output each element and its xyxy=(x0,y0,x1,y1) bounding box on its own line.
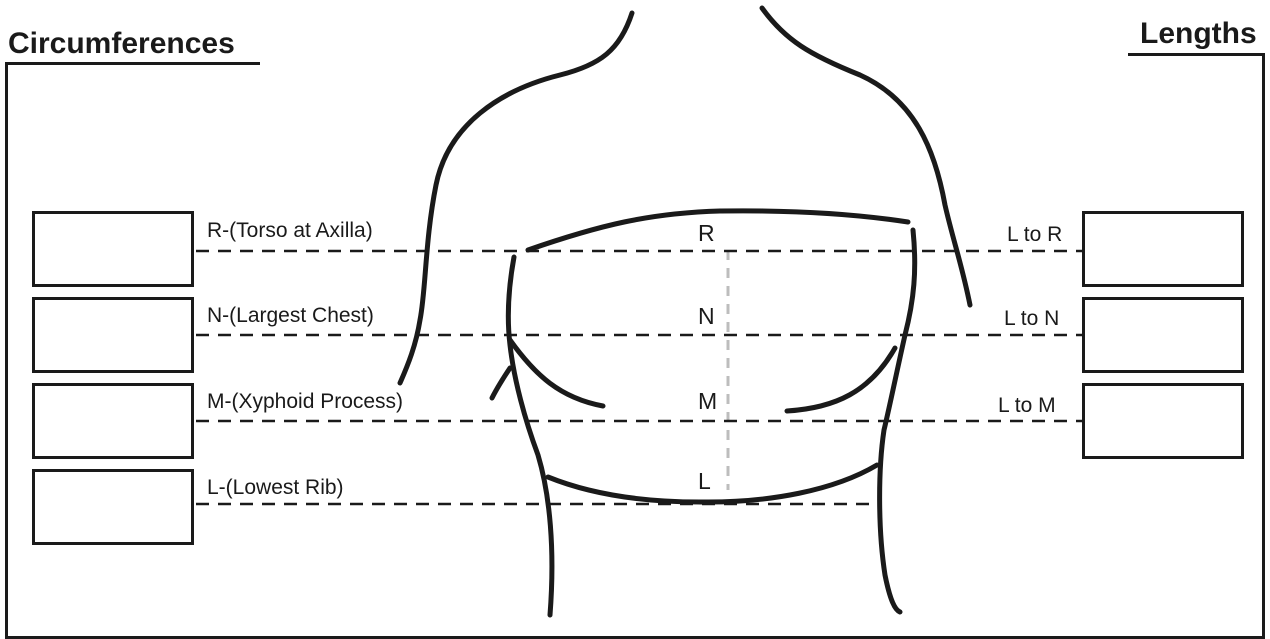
marker-n: N xyxy=(698,305,715,328)
circumference-box-m[interactable] xyxy=(32,383,194,459)
lengths-underline xyxy=(1128,53,1265,56)
length-label-l-to-r: L to R xyxy=(1007,224,1062,245)
right-armpit-line xyxy=(905,230,915,335)
circumference-label-m: M-(Xyphoid Process) xyxy=(207,391,403,412)
circumferences-underline xyxy=(5,62,260,65)
left-torso-line xyxy=(508,257,552,615)
lowest-rib-curve xyxy=(548,465,877,502)
circumference-label-l: L-(Lowest Rib) xyxy=(207,477,344,498)
right-neck-line xyxy=(762,8,970,305)
right-chest-curve xyxy=(787,348,895,411)
left-chest-curve xyxy=(510,340,603,406)
length-box-l-to-n[interactable] xyxy=(1082,297,1244,373)
marker-r: R xyxy=(698,222,715,245)
chest-top-line xyxy=(528,211,908,250)
marker-l: L xyxy=(698,470,711,493)
length-label-l-to-m: L to M xyxy=(998,395,1056,416)
marker-m: M xyxy=(698,390,717,413)
circumference-box-n[interactable] xyxy=(32,297,194,373)
circumference-label-n: N-(Largest Chest) xyxy=(207,305,374,326)
circumference-box-l[interactable] xyxy=(32,469,194,545)
circumference-box-r[interactable] xyxy=(32,211,194,287)
frame-right-border xyxy=(1262,55,1265,639)
left-arm-hint xyxy=(492,368,510,398)
length-box-l-to-m[interactable] xyxy=(1082,383,1244,459)
length-box-l-to-r[interactable] xyxy=(1082,211,1244,287)
length-label-l-to-n: L to N xyxy=(1004,308,1059,329)
right-torso-line xyxy=(880,335,905,612)
circumferences-heading: Circumferences xyxy=(8,29,235,59)
frame-left-border xyxy=(5,64,8,639)
lengths-heading: Lengths xyxy=(1140,19,1257,49)
left-neck-line xyxy=(400,13,632,383)
circumference-label-r: R-(Torso at Axilla) xyxy=(207,220,373,241)
